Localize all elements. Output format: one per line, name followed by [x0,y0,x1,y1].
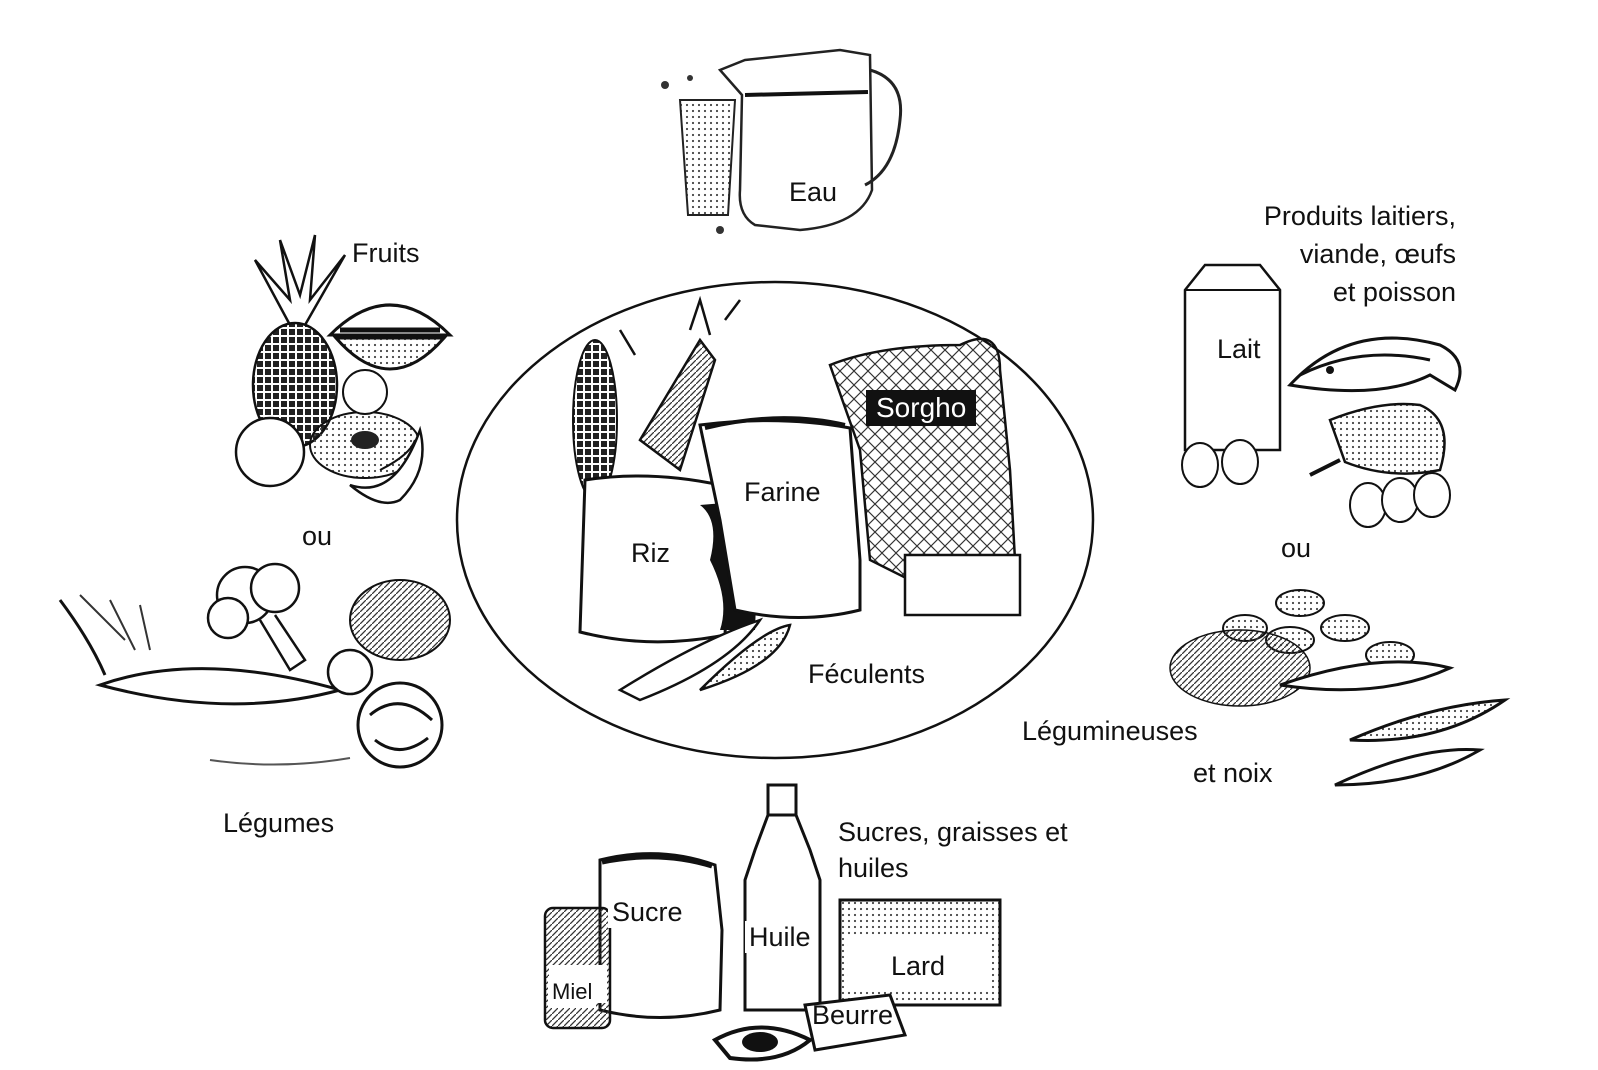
vegetables-label: Légumes [223,808,335,838]
honey-jar-icon [543,906,612,1030]
legumes-group [1169,589,1511,787]
watermelon-icon [326,303,454,371]
oil-bottle-icon [743,783,822,1012]
left-or-label: ou [302,521,333,551]
corn-icon [572,295,741,501]
right-or-label: ou [1281,533,1312,563]
cabbage-icon [326,648,444,769]
cassava-icon [617,617,792,702]
proteins-group [1181,263,1462,528]
proteins-label-line1: Produits laitiers, [1263,201,1456,231]
milk-label: Lait [1217,334,1261,364]
fruits-group [234,234,454,505]
proteins-label-line2: viande, œufs [1299,239,1456,269]
starch-ellipse [455,280,1095,760]
flour-sack-icon [698,416,862,619]
pineapple-icon [251,234,347,449]
legumes-label-line2: et noix [1193,758,1273,788]
carrot-icon [58,594,351,766]
beans-icon [1169,589,1415,707]
glass-icon [661,75,737,234]
peas-pod-icon [1279,660,1511,787]
oil-label: Huile [745,921,815,953]
fish-icon [1287,336,1462,393]
water-jug-icon [717,48,903,232]
avocado-icon [711,1025,814,1062]
butter-icon [803,993,908,1052]
lard-label: Lard [887,950,950,982]
proteins-label-line3: et poisson [1332,277,1456,307]
banana-icon [349,425,424,505]
chicken-icon [1309,402,1446,477]
butter-label: Beurre [812,1000,894,1030]
sugar-label: Sucre [608,896,687,928]
orange-icon [234,369,421,488]
starches-label: Féculents [808,659,926,689]
sugars-fats-label-line1: Sucres, graisses et [838,817,1068,847]
milk-carton-icon [1183,263,1282,452]
honey-label: Miel [548,976,597,1008]
water-group [661,48,903,234]
fruits-label: Fruits [352,238,420,268]
water-label: Eau [789,177,838,207]
sugar-sack-icon [598,852,724,1019]
vegetables-group [58,562,451,769]
legumes-label-line1: Légumineuses [1022,716,1198,746]
rice-label: Riz [631,538,670,568]
sugars-fats-label-line2: huiles [838,853,909,883]
eggs-icon [1181,439,1451,528]
flour-label: Farine [744,477,821,507]
sorghum-label: Sorgho [866,390,977,426]
broccoli-icon [206,562,451,672]
